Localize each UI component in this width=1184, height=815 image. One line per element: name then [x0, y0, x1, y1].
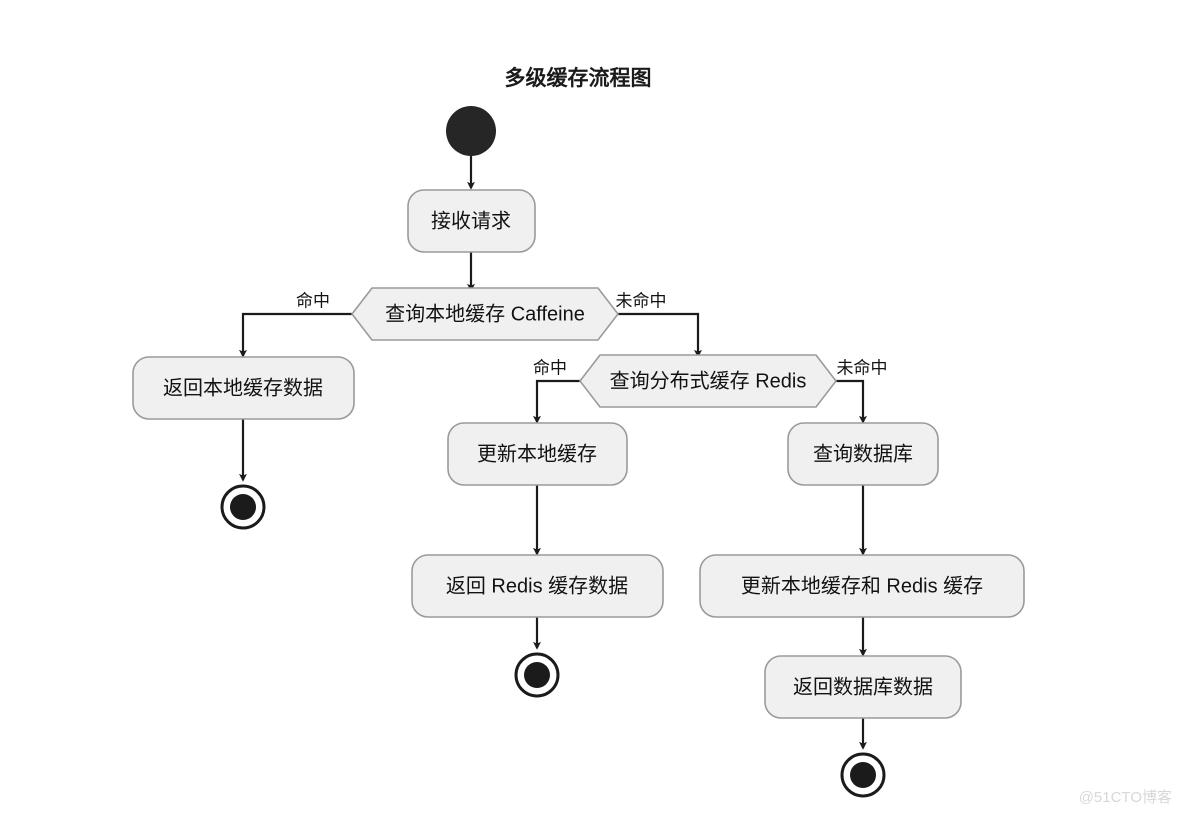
- node-query-local-cache-label: 查询本地缓存 Caffeine: [385, 302, 585, 325]
- node-return-redis-data[interactable]: 返回 Redis 缓存数据: [411, 554, 664, 618]
- edge-label-caffeine-miss: 未命中: [616, 291, 667, 310]
- watermark: @51CTO博客: [1079, 789, 1172, 806]
- node-return-local-data-label: 返回本地缓存数据: [163, 376, 323, 399]
- edge-caffeine-miss: [600, 312, 702, 358]
- start-node[interactable]: [446, 106, 496, 156]
- node-query-redis-label: 查询分布式缓存 Redis: [610, 369, 807, 392]
- edge-caffeine-hit: [239, 312, 352, 358]
- node-update-local-cache[interactable]: 更新本地缓存: [447, 422, 628, 486]
- edge-label-redis-miss: 未命中: [837, 358, 888, 377]
- end-node-redis[interactable]: [514, 652, 560, 698]
- node-return-redis-data-label: 返回 Redis 缓存数据: [446, 574, 628, 597]
- edge-redis-hit: [533, 379, 580, 424]
- node-return-local-data[interactable]: 返回本地缓存数据: [132, 356, 355, 420]
- edge-label-redis-hit: 命中: [533, 358, 567, 377]
- node-receive-request-label: 接收请求: [431, 209, 511, 232]
- node-update-local-cache-label: 更新本地缓存: [477, 442, 597, 465]
- node-update-local-and-redis[interactable]: 更新本地缓存和 Redis 缓存: [699, 554, 1025, 618]
- node-return-db-data[interactable]: 返回数据库数据: [764, 655, 962, 719]
- end-node-database[interactable]: [840, 752, 886, 798]
- node-query-redis[interactable]: 查询分布式缓存 Redis: [578, 354, 838, 408]
- edge-label-caffeine-hit: 命中: [296, 291, 330, 310]
- end-node-local[interactable]: [220, 484, 266, 530]
- diagram-title: 多级缓存流程图: [505, 66, 652, 90]
- node-receive-request[interactable]: 接收请求: [407, 189, 536, 253]
- node-update-local-and-redis-label: 更新本地缓存和 Redis 缓存: [741, 574, 983, 597]
- node-return-db-data-label: 返回数据库数据: [793, 675, 933, 698]
- node-query-database-label: 查询数据库: [813, 442, 913, 465]
- node-query-database[interactable]: 查询数据库: [787, 422, 939, 486]
- node-query-local-cache[interactable]: 查询本地缓存 Caffeine: [350, 287, 620, 341]
